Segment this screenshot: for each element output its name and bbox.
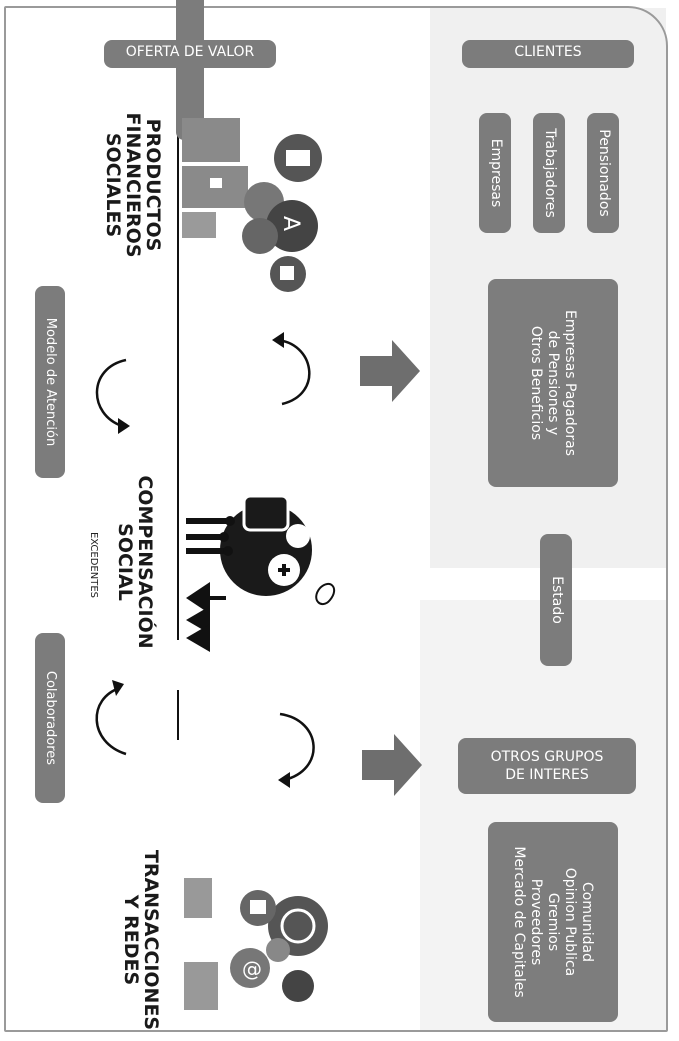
empresas-line-2: de Pensiones y (545, 330, 562, 436)
title-productos: PRODUCTOS FINANCIEROS SOCIALES (91, 95, 164, 275)
curved-arrow-icon (95, 358, 130, 434)
cliente-empresas: Empresas (479, 113, 511, 233)
productos-line-3: SOCIALES (102, 132, 124, 238)
curved-arrow-icon (272, 332, 311, 406)
frame-border (4, 6, 668, 1032)
otros-grupos-line-1: OTROS GRUPOS (490, 749, 604, 765)
header-oferta-de-valor (176, 0, 204, 140)
title-compensacion: COMPENSACIÓN SOCIAL (109, 457, 156, 667)
box-otros-grupos: OTROS GRUPOS DE INTERES (458, 738, 636, 794)
box-otros-lista: Comunidad Opinion Publica Gremios Provee… (488, 822, 618, 1022)
social-compensation-icon (186, 494, 336, 652)
otros-item-2: Opinion Publica (562, 867, 579, 977)
title-transacciones: TRANSACCIONES Y REDES (115, 845, 162, 1035)
arrow-right-icon (360, 340, 420, 402)
arrow-right-icon (362, 734, 422, 796)
svg-text:@: @ (242, 957, 262, 981)
svg-text:A: A (278, 216, 303, 231)
otros-item-4: Proveedores (528, 878, 545, 966)
empresas-line-1: Empresas Pagadoras (562, 310, 579, 456)
pill-modelo-de-atencion: Modelo de Atención (35, 286, 65, 478)
otros-item-5: Mercado de Capitales (511, 846, 528, 998)
cliente-trabajadores: Trabajadores (533, 113, 565, 233)
pill-colaboradores: Colaboradores (35, 633, 65, 803)
productos-line-2: FINANCIEROS (122, 112, 144, 258)
financial-products-icon: A (182, 118, 322, 292)
box-estado: Estado (540, 534, 572, 666)
box-empresas-pagadoras: Empresas Pagadoras de Pensiones y Otros … (488, 279, 618, 487)
compensacion-line-2: SOCIAL (114, 523, 136, 601)
label-excedentes: EXCEDENTES (88, 531, 99, 598)
transactions-network-icon: @ (184, 878, 328, 1010)
header-oferta-label: OFERTA DE VALOR (104, 40, 276, 68)
curved-arrow-icon (278, 712, 315, 788)
cliente-pensionados: Pensionados (587, 113, 619, 233)
transacciones-line-2: Y REDES (120, 894, 142, 986)
empresas-line-3: Otros Beneficios (528, 325, 545, 441)
header-clientes-label: CLIENTES (462, 40, 634, 68)
curved-arrow-icon (95, 680, 127, 756)
otros-item-1: Comunidad (579, 882, 596, 962)
productos-line-1: PRODUCTOS (142, 118, 164, 252)
compensacion-line-1: COMPENSACIÓN (134, 475, 156, 649)
otros-grupos-line-2: DE INTERES (505, 767, 589, 783)
otros-item-3: Gremios (545, 892, 562, 952)
transacciones-line-1: TRANSACCIONES (140, 849, 162, 1031)
